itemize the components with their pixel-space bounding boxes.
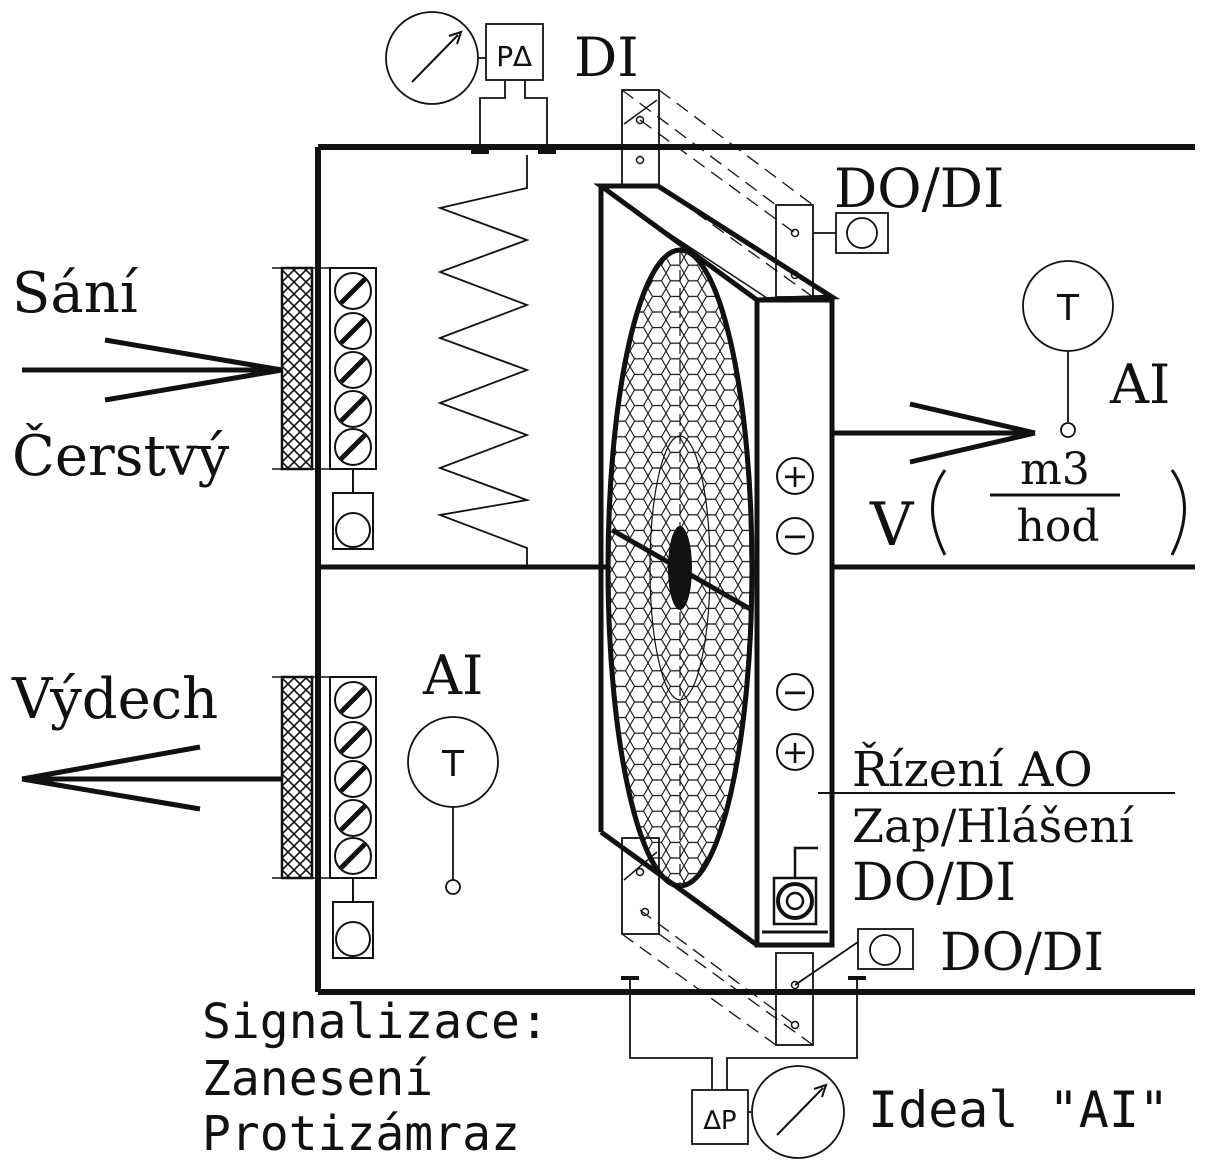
ai-label-right: AI xyxy=(1109,353,1170,416)
do-di-label-bottom: DO/DI xyxy=(940,923,1104,983)
supply-temperature-sensor xyxy=(1022,260,1114,438)
flow-v-label: V xyxy=(869,490,915,560)
exhaust-filter xyxy=(272,675,330,880)
fresh-air-intake-arrow xyxy=(22,337,283,403)
zaneseni-label: Zanesení xyxy=(202,1051,433,1107)
motor-icon xyxy=(762,846,828,934)
do-di-label-top: DO/DI xyxy=(834,157,1004,220)
minus-icon: − xyxy=(782,517,809,555)
protizamraz-label: Protizámraz xyxy=(202,1106,520,1162)
rizeni-ao-label: Řízení AO xyxy=(852,741,1093,798)
flow-unit-denominator: hod xyxy=(1017,501,1100,552)
signalizace-label: Signalizace: xyxy=(202,994,549,1050)
pressure-symbol-top: P∆ xyxy=(496,40,532,73)
intake-label: Sání xyxy=(12,261,139,326)
temperature-symbol-left: T xyxy=(441,744,465,785)
exhaust-label: Výdech xyxy=(11,667,218,732)
di-label-top: DI xyxy=(574,26,639,89)
zap-hlaseni-label: Zap/Hlášení xyxy=(852,799,1134,853)
ai-label-left: AI xyxy=(422,644,483,707)
purge-sector-top xyxy=(621,89,889,298)
exhaust-air-arrow xyxy=(21,744,282,812)
exhaust-temperature-sensor xyxy=(407,716,499,895)
duct-housing xyxy=(315,144,1195,995)
supply-air-arrow xyxy=(832,401,1036,465)
ideal-ai-label: Ideal "AI" xyxy=(868,1081,1169,1139)
fresh-air-label: Čerstvý xyxy=(12,422,230,489)
intake-filter xyxy=(272,266,330,471)
temperature-symbol-right: T xyxy=(1056,288,1080,329)
top-pressure-switch xyxy=(385,11,556,154)
flow-rate-formula xyxy=(931,469,1186,556)
pressure-symbol-bottom: ∆P xyxy=(702,1106,736,1136)
plus-icon: + xyxy=(782,457,809,495)
pressure-gauge-icon xyxy=(751,1065,845,1159)
exhaust-damper xyxy=(329,676,377,959)
do-di-label-mid: DO/DI xyxy=(852,853,1016,913)
intake-damper xyxy=(329,267,377,550)
rotary-heat-exchanger: + − − + xyxy=(593,183,841,948)
purge-sector-bottom xyxy=(621,837,914,1046)
plus-icon: + xyxy=(782,733,809,771)
heater-coil xyxy=(436,155,531,567)
minus-icon: − xyxy=(782,673,809,711)
flow-unit-numerator: m3 xyxy=(1020,444,1090,495)
bottom-pressure-switch xyxy=(621,976,866,1159)
pressure-gauge-icon xyxy=(385,11,479,105)
